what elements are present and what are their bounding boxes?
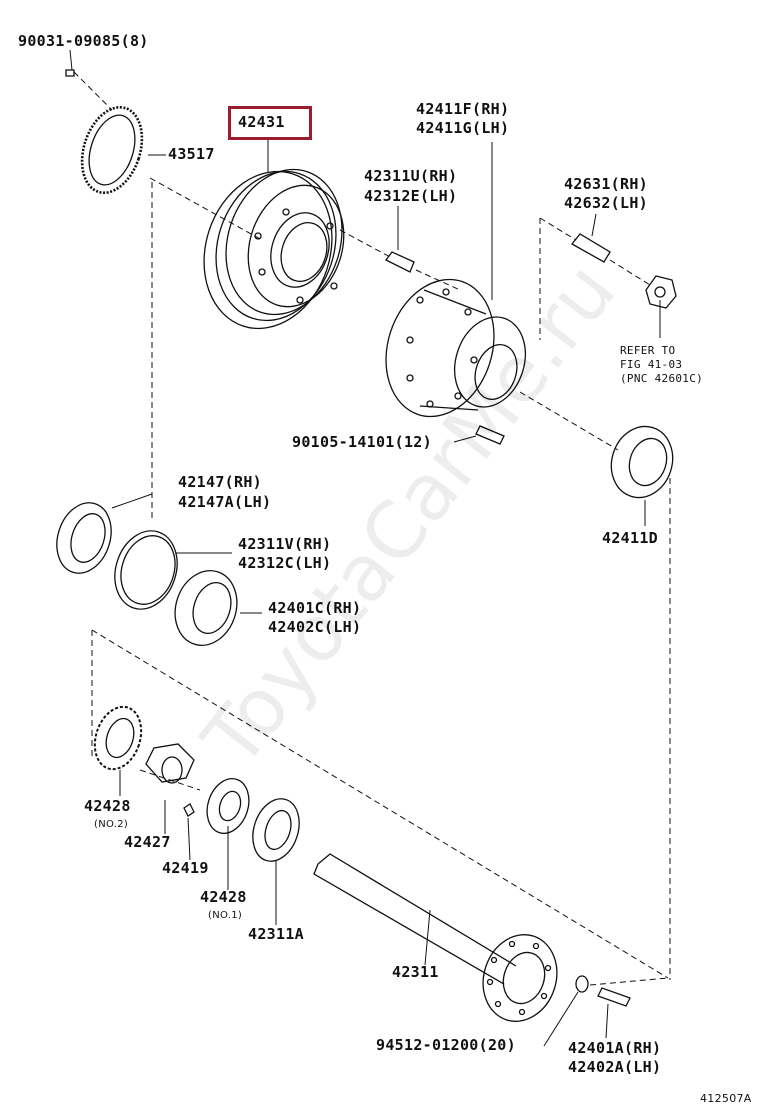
- label-42312c-lh[interactable]: 42312C(LH): [238, 554, 332, 572]
- note-no1: (NO.1): [208, 910, 243, 921]
- label-42401a-rh[interactable]: 42401A(RH): [568, 1039, 662, 1057]
- bearing-42411d-shape: [610, 425, 674, 499]
- axle-shaft-42311-shape: [313, 853, 558, 1022]
- ring-42311v-shape: [114, 530, 178, 610]
- label-42311[interactable]: 42311: [392, 963, 439, 981]
- sensor-rotor-43517-shape: [80, 105, 144, 195]
- label-90105-14101[interactable]: 90105-14101(12): [292, 433, 432, 451]
- leader-lines: [69, 49, 661, 1047]
- label-42311a[interactable]: 42311A: [248, 925, 304, 943]
- brake-drum-42431-shape: [203, 168, 345, 330]
- label-42427[interactable]: 42427: [124, 833, 171, 851]
- refer-pnc-label: (PNC 42601C): [620, 372, 704, 385]
- washer-42428-no1-shape: [206, 778, 250, 834]
- label-42631-rh[interactable]: 42631(RH): [564, 175, 648, 193]
- label-42401c-rh[interactable]: 42401C(RH): [268, 599, 362, 617]
- label-90031-09085[interactable]: 90031-09085(8): [18, 32, 149, 50]
- label-42428-no2[interactable]: 42428: [84, 797, 131, 815]
- label-42147a-lh[interactable]: 42147A(LH): [178, 493, 272, 511]
- seal-42311a-shape: [252, 798, 300, 862]
- label-42411f-rh[interactable]: 42411F(RH): [416, 100, 510, 118]
- figure-id: 412507A: [700, 1092, 752, 1105]
- hub-bolt-42631-shape: [571, 233, 611, 263]
- hub-nut-shape: [645, 275, 677, 309]
- lock-washer-42428-no2-shape: [93, 705, 143, 771]
- label-43517[interactable]: 43517: [168, 145, 215, 163]
- oil-seal-42147-shape: [56, 502, 112, 574]
- assembly-dashed-lines: [73, 71, 671, 986]
- nut-42427-shape: [145, 743, 195, 784]
- hub-bolt-42311u-shape: [385, 251, 415, 273]
- label-42311u-rh[interactable]: 42311U(RH): [364, 167, 458, 185]
- label-42311v-rh[interactable]: 42311V(RH): [238, 535, 332, 553]
- bearing-42401c-shape: [174, 570, 238, 646]
- label-42428-no1[interactable]: 42428: [200, 888, 247, 906]
- washer-94512-shape: [575, 975, 589, 993]
- label-42312e-lh[interactable]: 42312E(LH): [364, 187, 458, 205]
- screw-42419-shape: [183, 803, 195, 817]
- label-42411g-lh[interactable]: 42411G(LH): [416, 119, 510, 137]
- label-94512-01200[interactable]: 94512-01200(20): [376, 1036, 516, 1054]
- label-42431[interactable]: 42431: [238, 113, 285, 131]
- label-42419[interactable]: 42419: [162, 859, 209, 877]
- label-42632-lh[interactable]: 42632(LH): [564, 194, 648, 212]
- label-42402c-lh[interactable]: 42402C(LH): [268, 618, 362, 636]
- note-no2: (NO.2): [94, 819, 129, 830]
- screw-90031-shape: [65, 69, 75, 77]
- label-42147-rh[interactable]: 42147(RH): [178, 473, 262, 491]
- axle-hub-42411f-shape: [385, 278, 526, 418]
- refer-to-label: REFER TO: [620, 344, 676, 357]
- label-42411d[interactable]: 42411D: [602, 529, 658, 547]
- bolt-90105-shape: [475, 425, 505, 445]
- label-42402a-lh[interactable]: 42402A(LH): [568, 1058, 662, 1076]
- bolt-42401a-shape: [597, 987, 631, 1007]
- highlight-box-42431: [228, 106, 312, 140]
- refer-fig-label[interactable]: FIG 41-03: [620, 358, 683, 371]
